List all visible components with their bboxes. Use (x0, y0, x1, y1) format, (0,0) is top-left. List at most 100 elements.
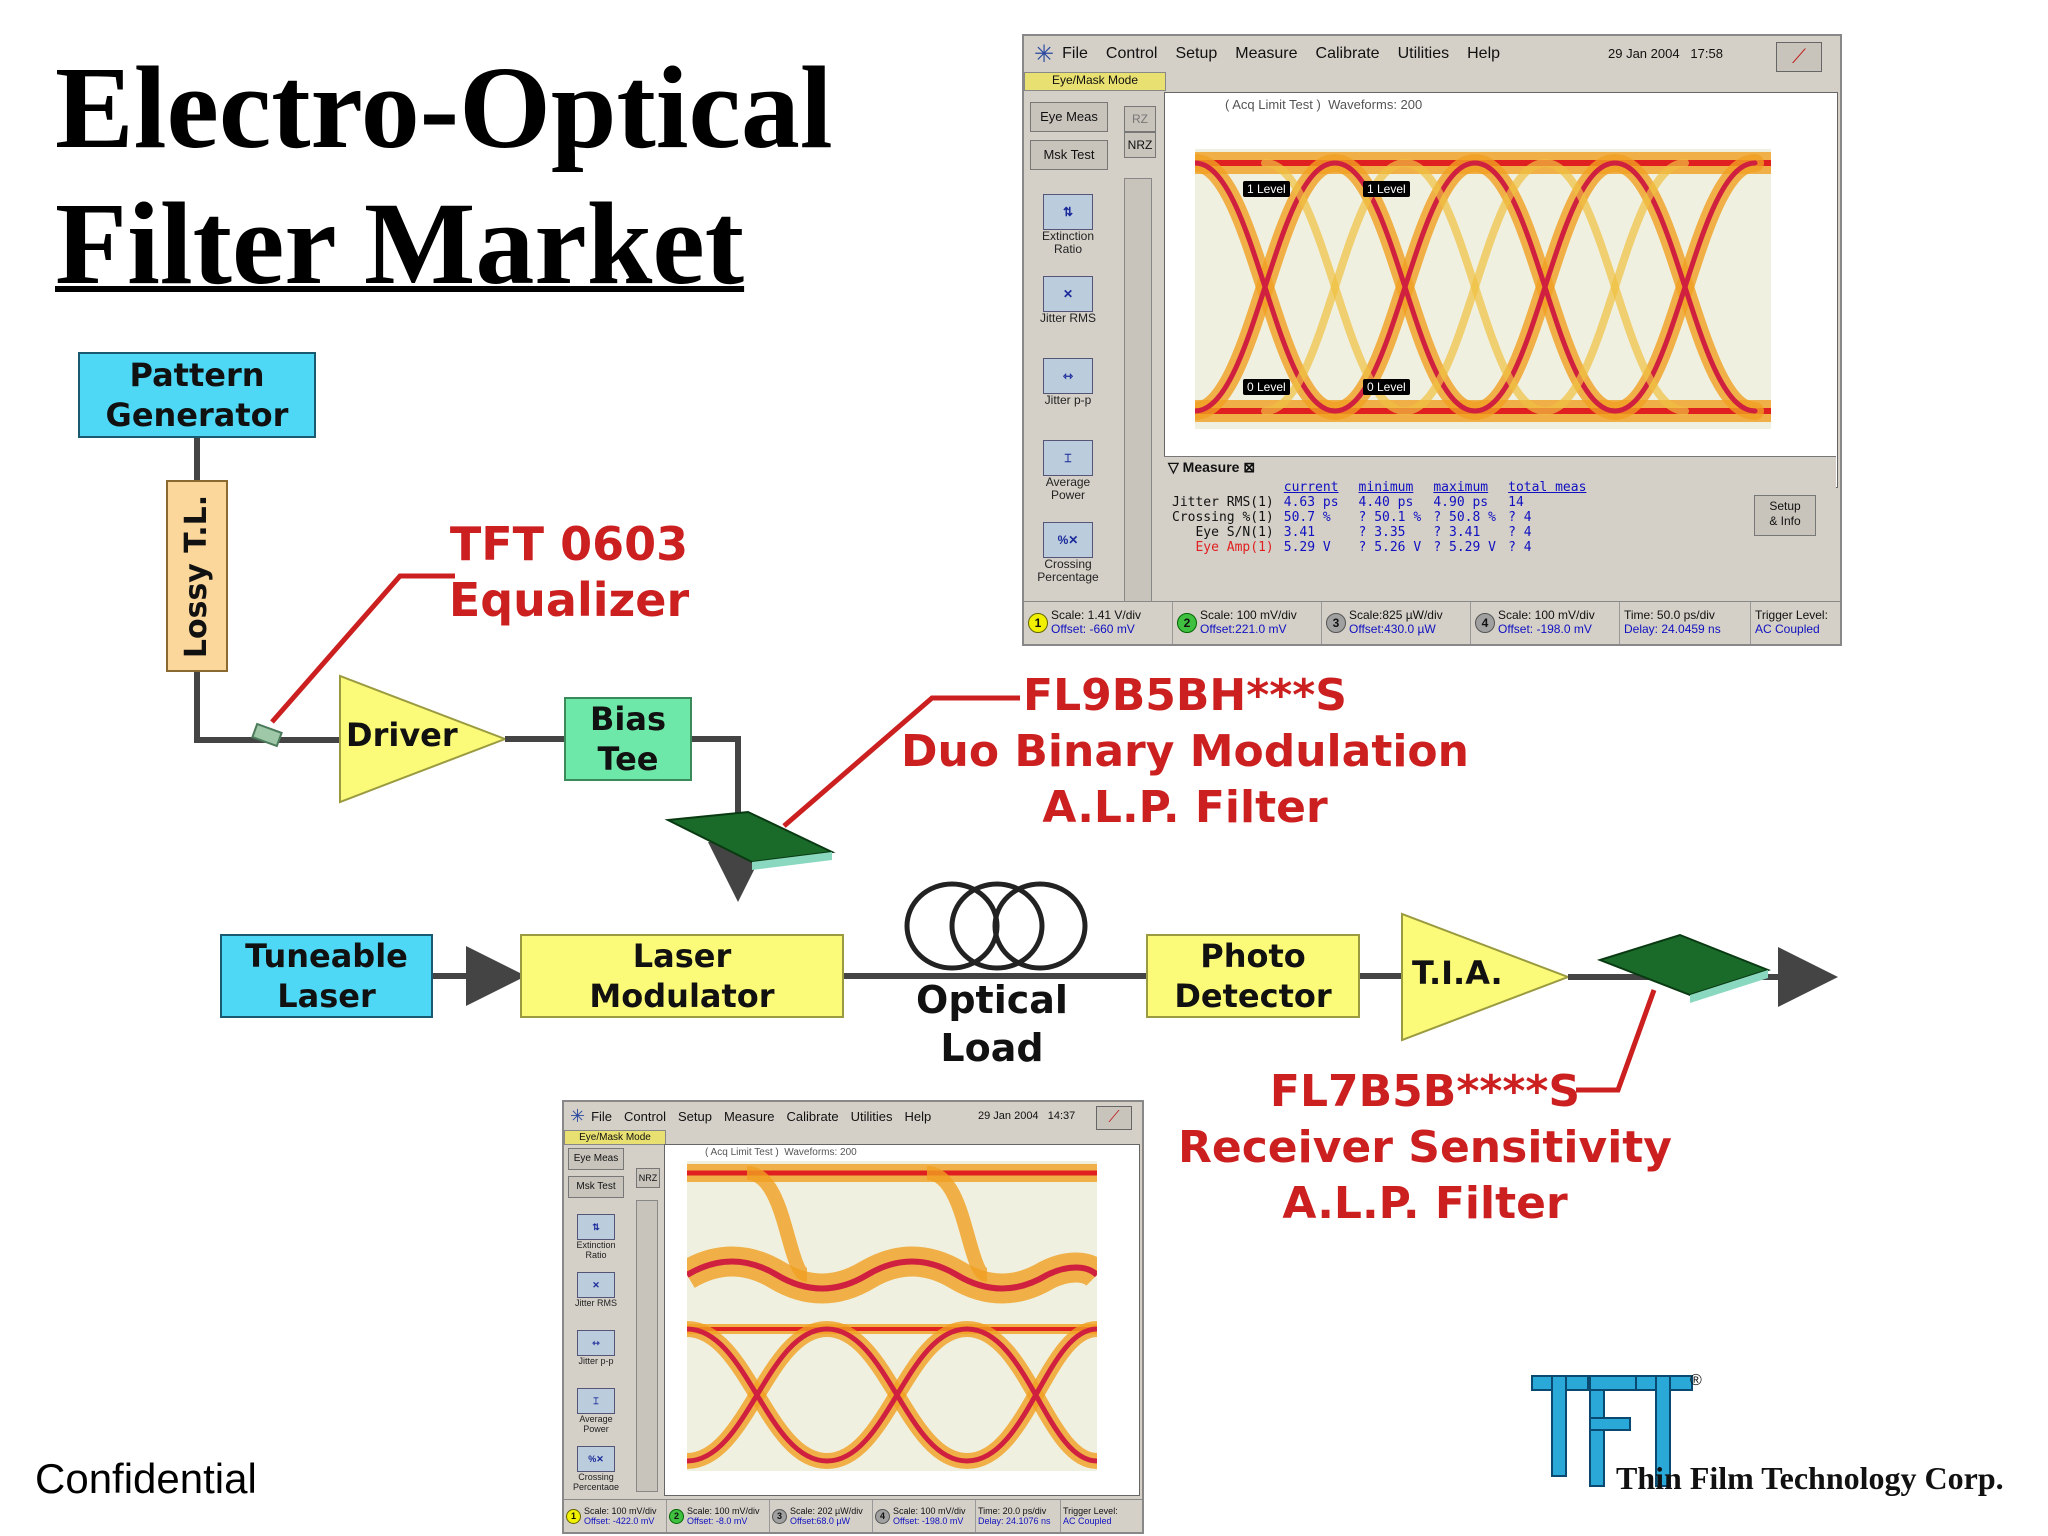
measure-minimum: 4.40 ps (1358, 495, 1414, 510)
measure-current: 50.7 % (1283, 510, 1331, 525)
scope-top-status-icon[interactable]: ⟋ (1776, 42, 1822, 72)
extinction-ratio-label: Extinction Ratio (1041, 229, 1095, 256)
level-marker-0a: 0 Level (1243, 379, 1290, 395)
measure-maximum: ? 5.29 V (1433, 540, 1496, 555)
menu-setup[interactable]: Setup (677, 1108, 712, 1124)
nrz-button[interactable]: NRZ (636, 1168, 660, 1188)
menu-help[interactable]: Help (1467, 45, 1501, 62)
average-power-icon: ⌶ (577, 1388, 615, 1414)
bias-tee-label: Bias Tee (590, 700, 666, 778)
optical-load-label: Optical Load (916, 978, 1068, 1070)
scope-bottom-screen-header: ( Acq Limit Test ) Waveforms: 200 (705, 1147, 857, 1158)
confidential-label: Confidential (35, 1455, 257, 1502)
timebase-delay: Delay: 24.0459 ns (1624, 622, 1721, 636)
laser-modulator-label: Laser Modulator (589, 937, 775, 1015)
channel-4-badge: 4 (875, 1508, 890, 1524)
measure-total: ? 4 (1508, 510, 1532, 525)
channel-3-offset: Offset:430.0 µW (1349, 622, 1436, 636)
jitter-pp-tool[interactable]: ⇿ Jitter p-p (570, 1330, 622, 1366)
jitter-pp-label: Jitter p-p (578, 1356, 614, 1366)
duobinary-callout: FL9B5BH***S Duo Binary Modulation A.L.P.… (900, 670, 1469, 833)
menu-measure[interactable]: Measure (1235, 45, 1298, 62)
measure-maximum: 4.90 ps (1433, 495, 1489, 510)
menu-file[interactable]: File (1062, 45, 1088, 62)
menu-measure[interactable]: Measure (723, 1108, 775, 1124)
eye-meas-button[interactable]: Eye Meas (1030, 102, 1108, 132)
jitter-rms-label: Jitter RMS (574, 1298, 617, 1308)
msk-test-button[interactable]: Msk Test (568, 1176, 624, 1198)
nrz-button[interactable]: NRZ (1124, 132, 1156, 158)
driver-label: Driver (346, 716, 458, 754)
menu-utilities[interactable]: Utilities (850, 1108, 893, 1124)
channel-3-badge: 3 (772, 1508, 787, 1524)
extinction-ratio-label: Extinction Ratio (576, 1240, 616, 1260)
menu-help[interactable]: Help (904, 1108, 932, 1124)
extinction-ratio-tool[interactable]: ⇅ Extinction Ratio (570, 1214, 622, 1260)
scope-bottom-datetime: 29 Jan 2004 14:37 (978, 1110, 1076, 1122)
average-power-tool[interactable]: ⌶ Average Power (1034, 440, 1102, 502)
trigger-status[interactable]: Trigger Level:AC Coupled (1061, 1500, 1120, 1532)
channel-2-badge: 2 (1177, 613, 1197, 633)
extinction-ratio-icon: ⇅ (577, 1214, 615, 1240)
scope-top-mode: Eye/Mask Mode (1024, 72, 1166, 91)
scope-bottom-scrollbar[interactable] (636, 1200, 658, 1492)
jitter-rms-icon: ✕ (577, 1272, 615, 1298)
jitter-rms-tool[interactable]: ✕ Jitter RMS (1034, 276, 1102, 325)
setup-info-button[interactable]: Setup & Info (1754, 495, 1816, 536)
timebase-scale: Time: 50.0 ps/div (1624, 608, 1715, 623)
measure-row: Jitter RMS(1) 4.63 ps 4.40 ps 4.90 ps 14 (1172, 495, 1606, 510)
callout-leader-receiver (1576, 989, 1657, 1093)
eye-meas-button[interactable]: Eye Meas (568, 1148, 624, 1170)
measure-row-label: Eye S/N(1) (1195, 525, 1274, 540)
scope-top-scrollbar[interactable] (1124, 178, 1152, 620)
menu-utilities[interactable]: Utilities (1397, 45, 1450, 62)
channel-3-scale: Scale: 202 µW/div (790, 1505, 863, 1516)
crossing-percentage-tool[interactable]: %✕ Crossing Percentage (1034, 522, 1102, 588)
extinction-ratio-tool[interactable]: ⇅ Extinction Ratio (1034, 194, 1102, 256)
scope-bottom-status-icon[interactable]: ⟋ (1096, 1106, 1132, 1130)
jitter-pp-tool[interactable]: ⇿ Jitter p-p (1034, 358, 1102, 407)
sun-icon: ✳ (1034, 40, 1055, 68)
menu-calibrate[interactable]: Calibrate (786, 1108, 839, 1124)
channel-1-scale: Scale: 1.41 V/div (1051, 608, 1142, 623)
measure-minimum: ? 5.26 V (1358, 540, 1422, 555)
measure-table: current minimum maximum total meas Jitte… (1172, 481, 1606, 556)
channel-4-badge: 4 (1475, 613, 1495, 633)
menu-file[interactable]: File (591, 1108, 613, 1124)
channel-4-scale: Scale: 100 mV/div (1498, 608, 1595, 623)
crossing-percentage-tool[interactable]: %✕ Crossing Percentage (570, 1446, 622, 1490)
menu-setup[interactable]: Setup (1175, 45, 1218, 62)
channel-2-scale: Scale: 100 mV/div (1200, 608, 1297, 623)
measure-tab[interactable]: ▽ Measure ⊠ (1168, 459, 1256, 475)
scope-bottom-screen: ( Acq Limit Test ) Waveforms: 200 (664, 1144, 1140, 1496)
measure-row: Crossing %(1) 50.7 % ? 50.1 % ? 50.8 % ?… (1172, 510, 1606, 525)
average-power-label: Average Power (1045, 475, 1091, 502)
menu-control[interactable]: Control (1105, 45, 1158, 62)
trigger-status[interactable]: Trigger Level:AC Coupled (1751, 602, 1832, 644)
jitter-rms-tool[interactable]: ✕ Jitter RMS (570, 1272, 622, 1308)
callout-leader-duobinary (782, 695, 1020, 828)
rz-button[interactable]: RZ (1124, 106, 1156, 132)
msk-test-button[interactable]: Msk Test (1030, 140, 1108, 170)
menu-calibrate[interactable]: Calibrate (1315, 45, 1380, 62)
receiver-callout: FL7B5B****S Receiver Sensitivity A.L.P. … (1178, 1066, 1672, 1229)
measure-row: Eye Amp(1) 5.29 V ? 5.26 V ? 5.29 V ? 4 (1172, 540, 1606, 555)
menu-control[interactable]: Control (624, 1108, 666, 1124)
level-marker-1a: 1 Level (1243, 181, 1290, 197)
scope-bottom-eye-diagram (687, 1161, 1097, 1471)
tft-logo-mark (1531, 1375, 1693, 1487)
channel-3-badge: 3 (1326, 613, 1346, 633)
average-power-tool[interactable]: ⌶ Average Power (570, 1388, 622, 1434)
title-line-2: Filter Market (55, 178, 745, 309)
measure-row: Eye S/N(1) 3.41 ? 3.35 ? 3.41 ? 4 (1172, 525, 1606, 540)
